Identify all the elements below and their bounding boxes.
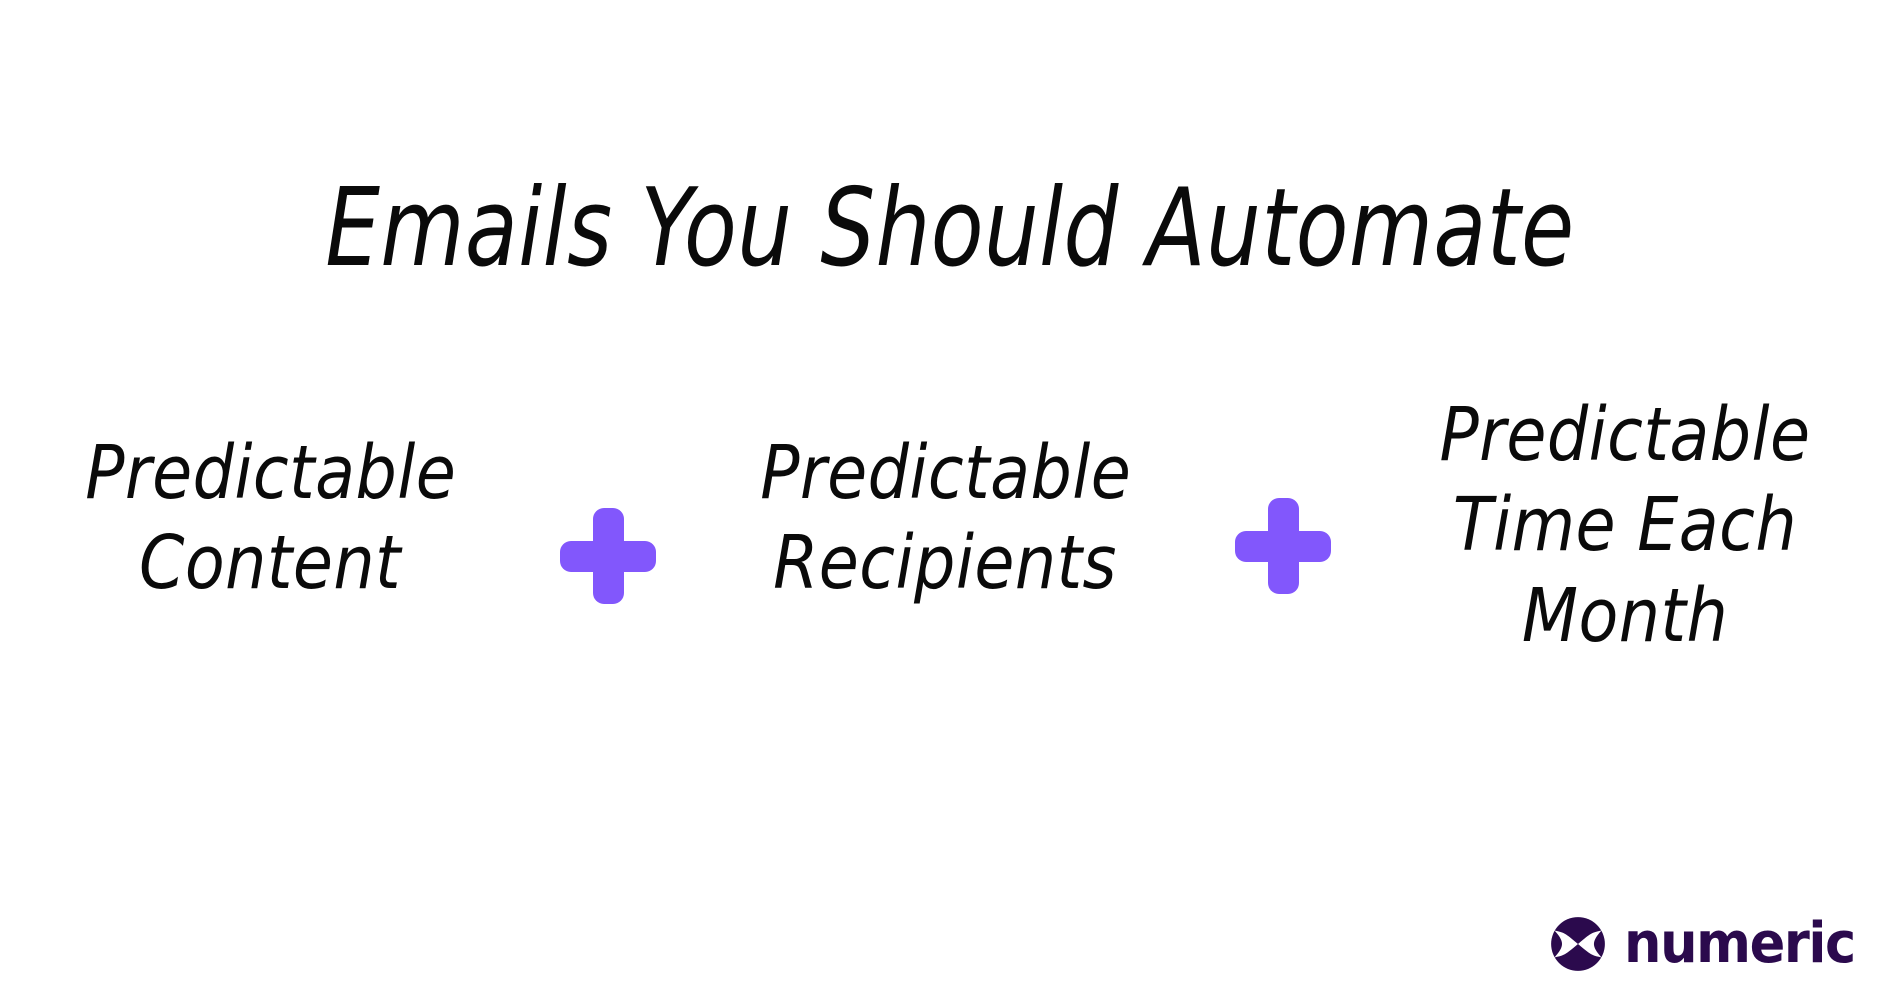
formula-row: Predictable Content Predictable Recipien… [60, 390, 1840, 690]
numeric-logomark-icon [1551, 917, 1606, 971]
plus-icon [1234, 498, 1331, 594]
numeric-logo: numeric [1550, 916, 1870, 972]
plus-icon-vertical-bar [1267, 498, 1299, 594]
formula-term-predictable-time-each-month: Predictable Time Each Month [1439, 392, 1811, 659]
numeric-wordmark: numeric [1624, 911, 1856, 976]
formula-term-predictable-content: Predictable Content [85, 430, 457, 607]
plus-icon [559, 508, 656, 604]
formula-term-predictable-recipients: Predictable Recipients [760, 430, 1132, 607]
page-title: Emails You Should Automate [325, 166, 1575, 291]
plus-icon-vertical-bar [592, 508, 624, 604]
